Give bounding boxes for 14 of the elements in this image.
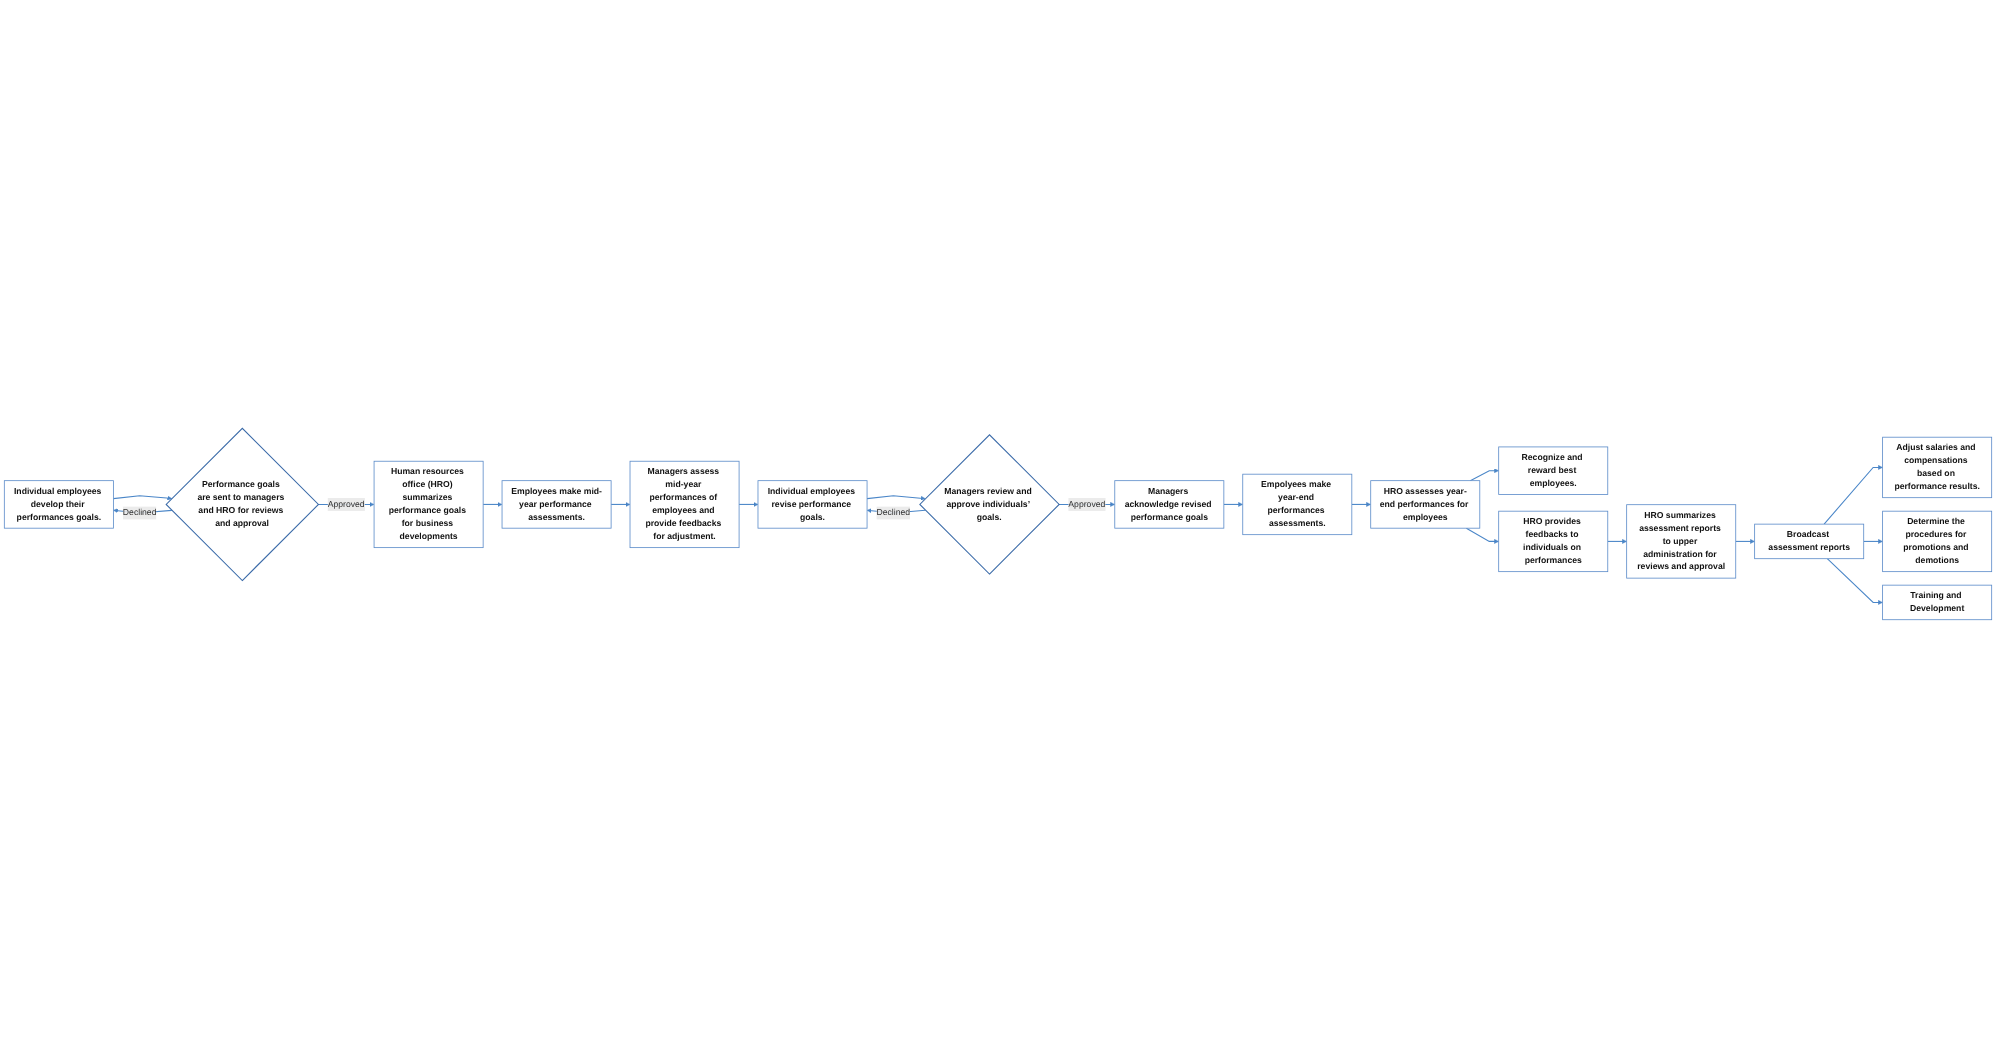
arrow bbox=[1607, 539, 1627, 544]
arrow bbox=[482, 502, 503, 507]
arrow bbox=[1465, 527, 1499, 544]
arrow bbox=[1469, 468, 1499, 482]
arrow bbox=[610, 502, 631, 507]
arrow bbox=[1826, 558, 1883, 605]
arrow bbox=[738, 502, 759, 507]
arrow bbox=[866, 495, 926, 501]
arrow bbox=[1735, 539, 1755, 544]
arrow bbox=[1351, 502, 1371, 507]
arrow bbox=[1223, 502, 1243, 507]
arrow bbox=[1823, 465, 1883, 525]
arrow bbox=[1863, 539, 1883, 544]
arrow bbox=[112, 495, 173, 501]
